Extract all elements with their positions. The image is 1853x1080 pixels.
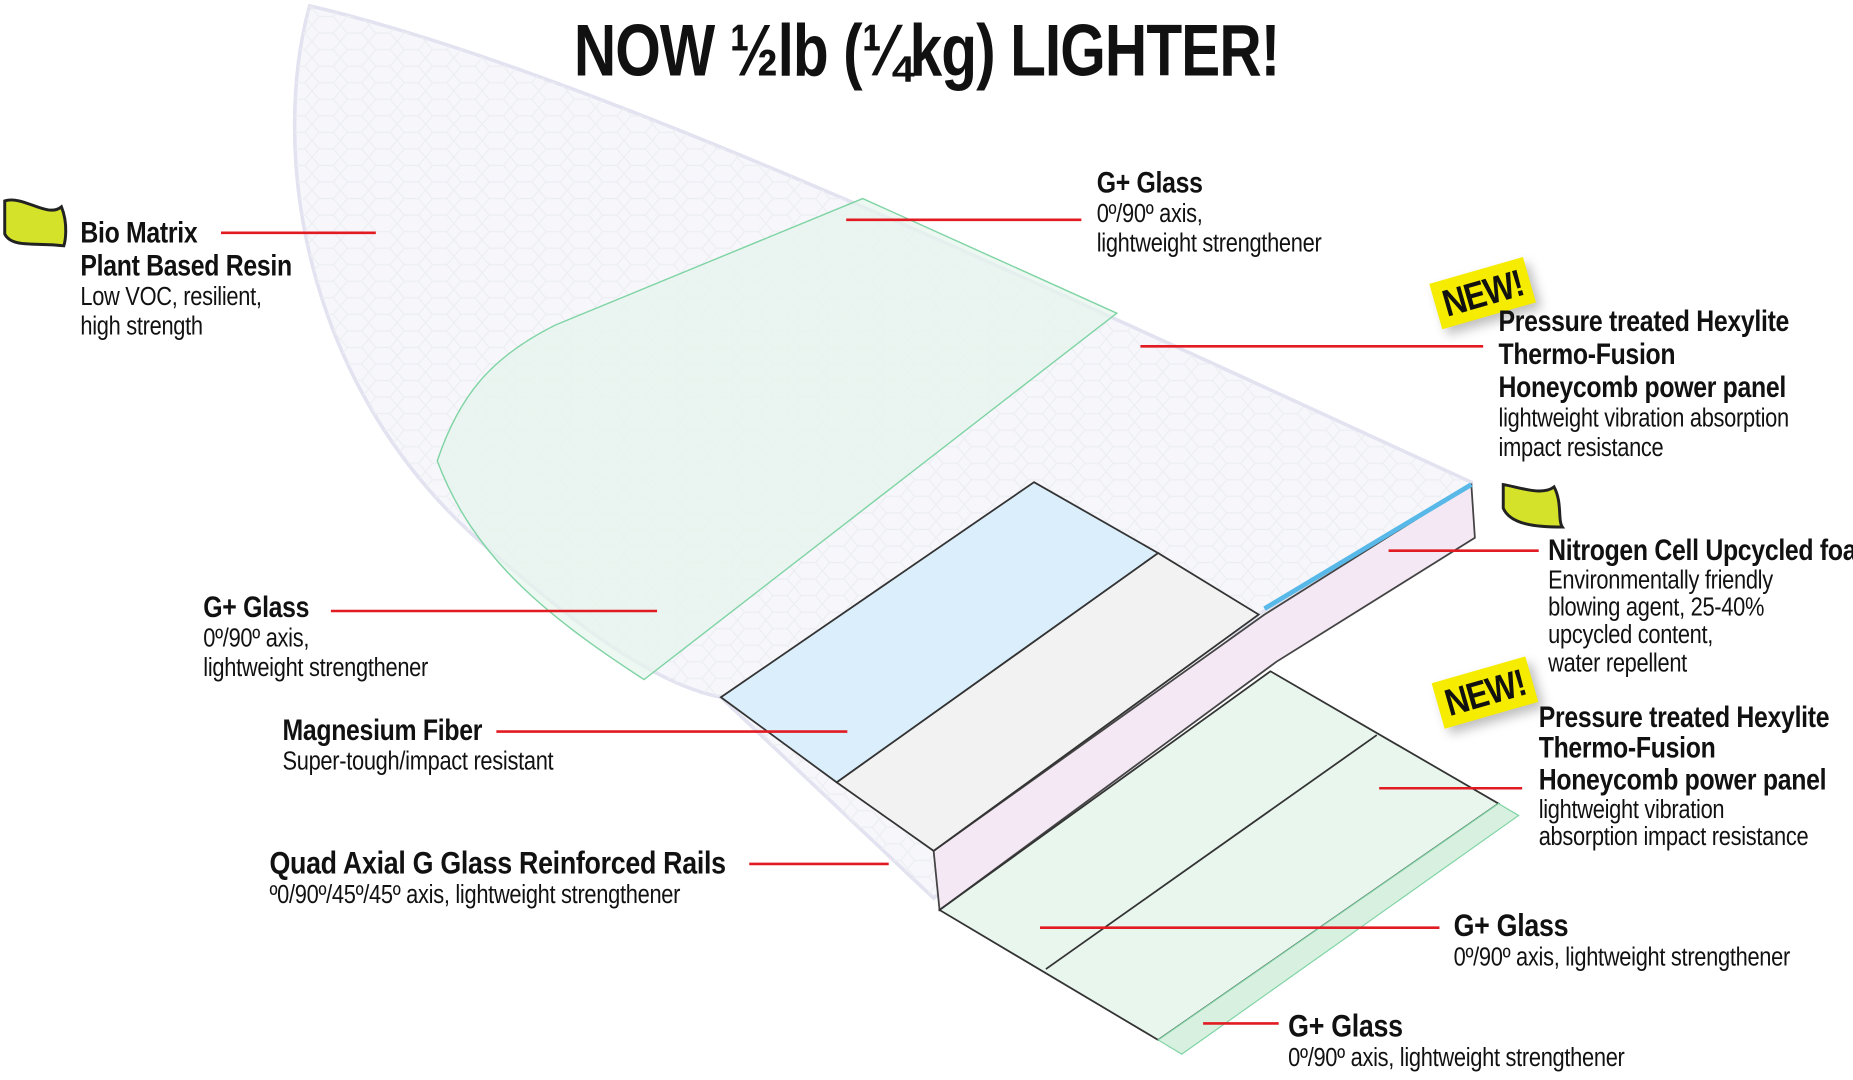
label-magnesium-fiber: Magnesium Fiber Super-tough/impact resis…	[282, 713, 554, 776]
leaf-icon	[3, 198, 68, 248]
label-hexylite-top: Pressure treated Hexylite Thermo-Fusion …	[1498, 304, 1790, 462]
label-g-glass-bottom-right: G+ Glass 0º/90º axis, lightweight streng…	[1453, 907, 1791, 972]
label-quad-axial-rails: Quad Axial G Glass Reinforced Rails º0/9…	[269, 844, 726, 910]
label-g-glass-top: G+ Glass 0º/90º axis, lightweight streng…	[1096, 166, 1322, 258]
top-glass-layer	[436, 197, 1119, 681]
label-nitrogen-foam: Nitrogen Cell Upcycled foam Environmenta…	[1548, 534, 1853, 677]
label-hexylite-bottom: Pressure treated Hexylite Thermo-Fusion …	[1538, 700, 1830, 851]
label-bio-matrix: Bio Matrix Plant Based Resin Low VOC, re…	[80, 216, 292, 340]
leaf-icon	[1501, 482, 1566, 529]
leader-lines	[220, 218, 1539, 1025]
label-g-glass-left: G+ Glass 0º/90º axis, lightweight streng…	[203, 590, 429, 682]
page-title: NOW ½lb (¼kg) LIGHTER!	[573, 10, 1280, 93]
label-g-glass-bottom: G+ Glass 0º/90º axis, lightweight streng…	[1288, 1008, 1625, 1073]
